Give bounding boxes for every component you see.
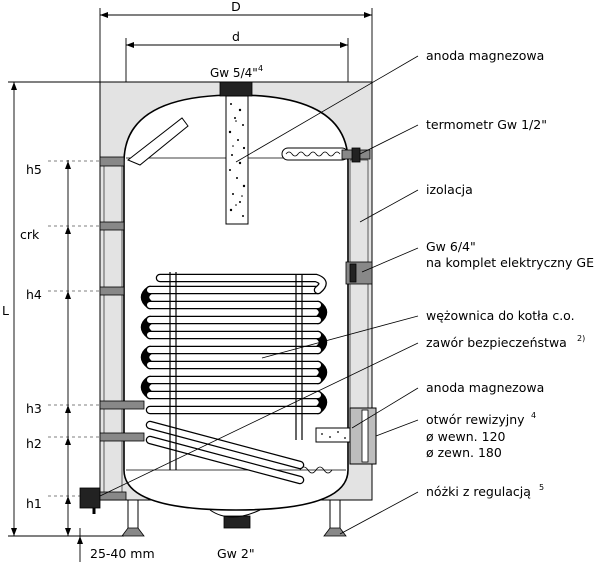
label-outer-diameter: ø zewn. 180 (426, 445, 502, 460)
top-connection-label: Gw 5/4" (210, 66, 258, 80)
label-inner-diameter: ø wewn. 120 (426, 429, 506, 444)
leg-range-dimension: 25-40 mm (74, 528, 155, 562)
label-insulation: izolacja (426, 182, 473, 197)
label-feet: nóżki z regulacją (426, 484, 531, 499)
outer-diameter-label: D (231, 0, 241, 14)
bottom-connection (209, 509, 261, 529)
label-anode-bottom: anoda magnezowa (426, 380, 544, 395)
svg-text:2): 2) (577, 334, 585, 343)
top-connection: Gw 5/4" 4 (210, 64, 263, 97)
coil-socket-h3 (99, 400, 145, 410)
leg-range-label: 25-40 mm (90, 546, 155, 561)
label-valve: zawór bezpieczeństwa (426, 335, 567, 350)
label-h2: h2 (26, 436, 42, 451)
label-thermometer: termometr Gw 1/2" (426, 117, 547, 132)
label-crk: crk (20, 227, 40, 242)
anode-rod-top (225, 95, 249, 225)
height-label-L: L (2, 303, 9, 318)
thermometer-pocket (281, 147, 371, 163)
label-anode-top: anoda magnezowa (426, 48, 544, 63)
label-heater-line2: na komplet elektryczny GE (426, 255, 594, 270)
label-inspection: otwór rewizyjny (426, 412, 525, 427)
svg-text:4: 4 (258, 64, 263, 73)
svg-text:5: 5 (539, 483, 544, 492)
circulation-socket (99, 221, 125, 231)
leader-lines (99, 55, 419, 535)
label-h4: h4 (26, 287, 42, 302)
label-coil: wężownica do kotła c.o. (426, 308, 575, 323)
coil-socket-h4 (99, 286, 125, 296)
label-h3: h3 (26, 401, 42, 416)
heater-socket (345, 261, 373, 285)
inspection-opening (315, 407, 377, 465)
svg-text:4: 4 (531, 411, 536, 420)
component-labels: anoda magnezowa termometr Gw 1/2" izolac… (426, 48, 594, 499)
outer-diameter-dimension: D (99, 0, 373, 82)
label-heater-line1: Gw 6/4" (426, 239, 476, 254)
heating-coil (140, 272, 328, 485)
label-h1: h1 (26, 496, 42, 511)
safety-valve (79, 487, 127, 514)
bottom-connection-label: Gw 2" (217, 546, 255, 561)
label-h5: h5 (26, 162, 42, 177)
inner-diameter-dimension: d (125, 29, 349, 82)
coil-socket-h2 (99, 432, 145, 442)
inner-diameter-label: d (232, 29, 240, 44)
height-dimensions-h: h5 crk h4 h3 h2 h1 (20, 160, 100, 537)
